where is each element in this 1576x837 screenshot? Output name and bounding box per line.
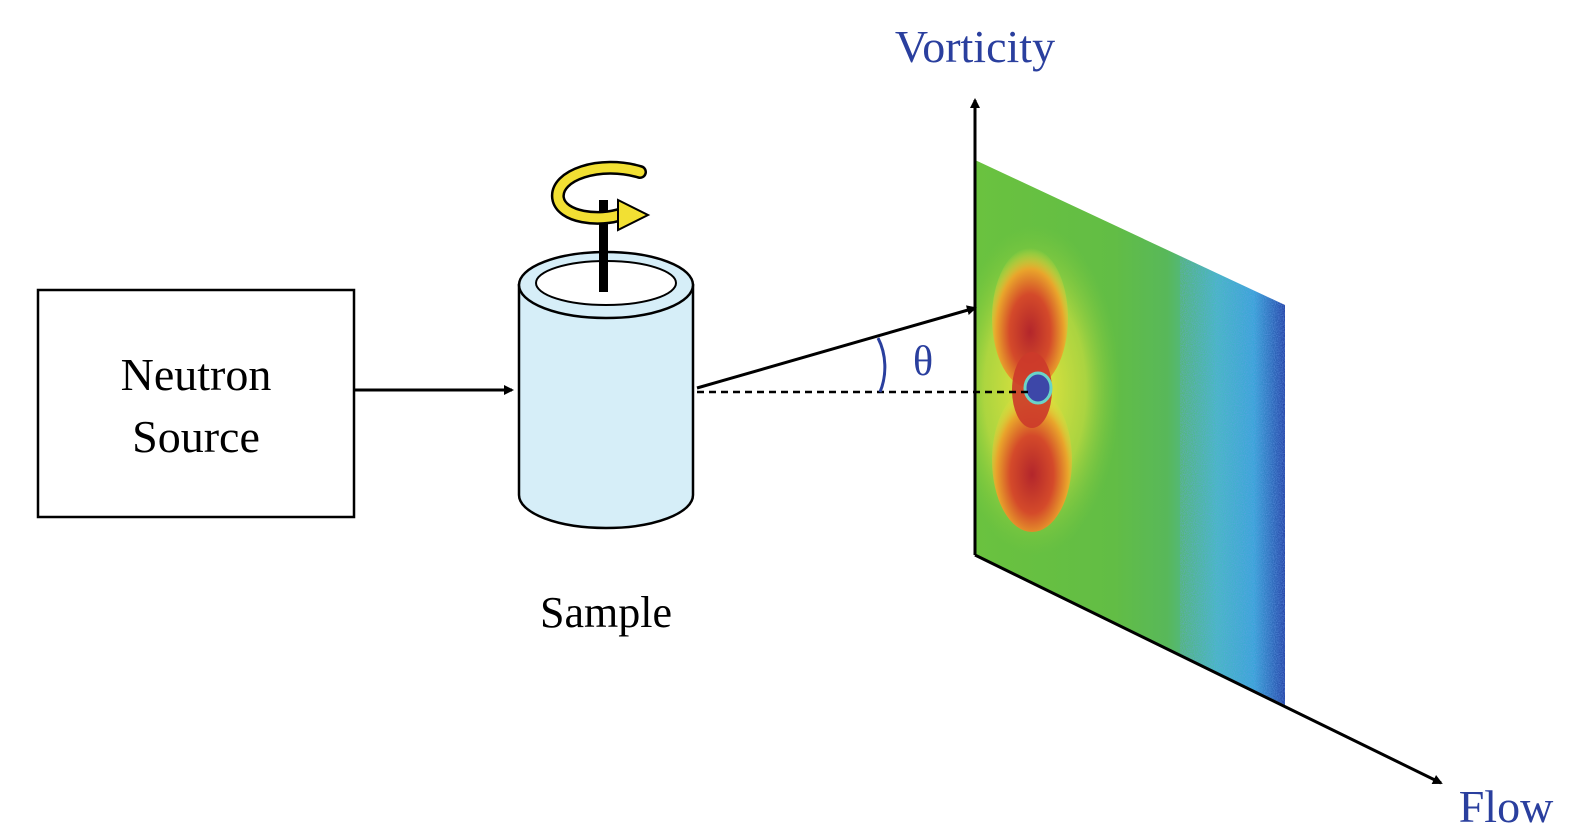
neutron-source-box: Neutron Source <box>36 288 356 519</box>
flow-axis <box>974 553 1443 785</box>
lower-scattering-lobe <box>992 388 1072 532</box>
scattered-beam-arrow <box>696 305 977 390</box>
sample-label: Sample <box>540 588 672 637</box>
rotor-shaft <box>599 200 608 292</box>
flow-axis-label: Flow <box>1459 781 1554 832</box>
scattering-angle-symbol: θ <box>913 339 933 385</box>
rotation-arrow-icon <box>551 160 651 232</box>
neutron-source-label-line1: Neutron <box>121 349 272 400</box>
detector-panel <box>975 160 1285 705</box>
beam-stop-marker <box>1023 371 1053 405</box>
upper-scattering-lobe <box>992 248 1068 388</box>
scattering-angle-arc <box>876 337 887 393</box>
vorticity-axis-label: Vorticity <box>895 21 1055 72</box>
sample-cylinder <box>517 200 695 530</box>
neutron-source-label-line2: Source <box>132 411 260 462</box>
